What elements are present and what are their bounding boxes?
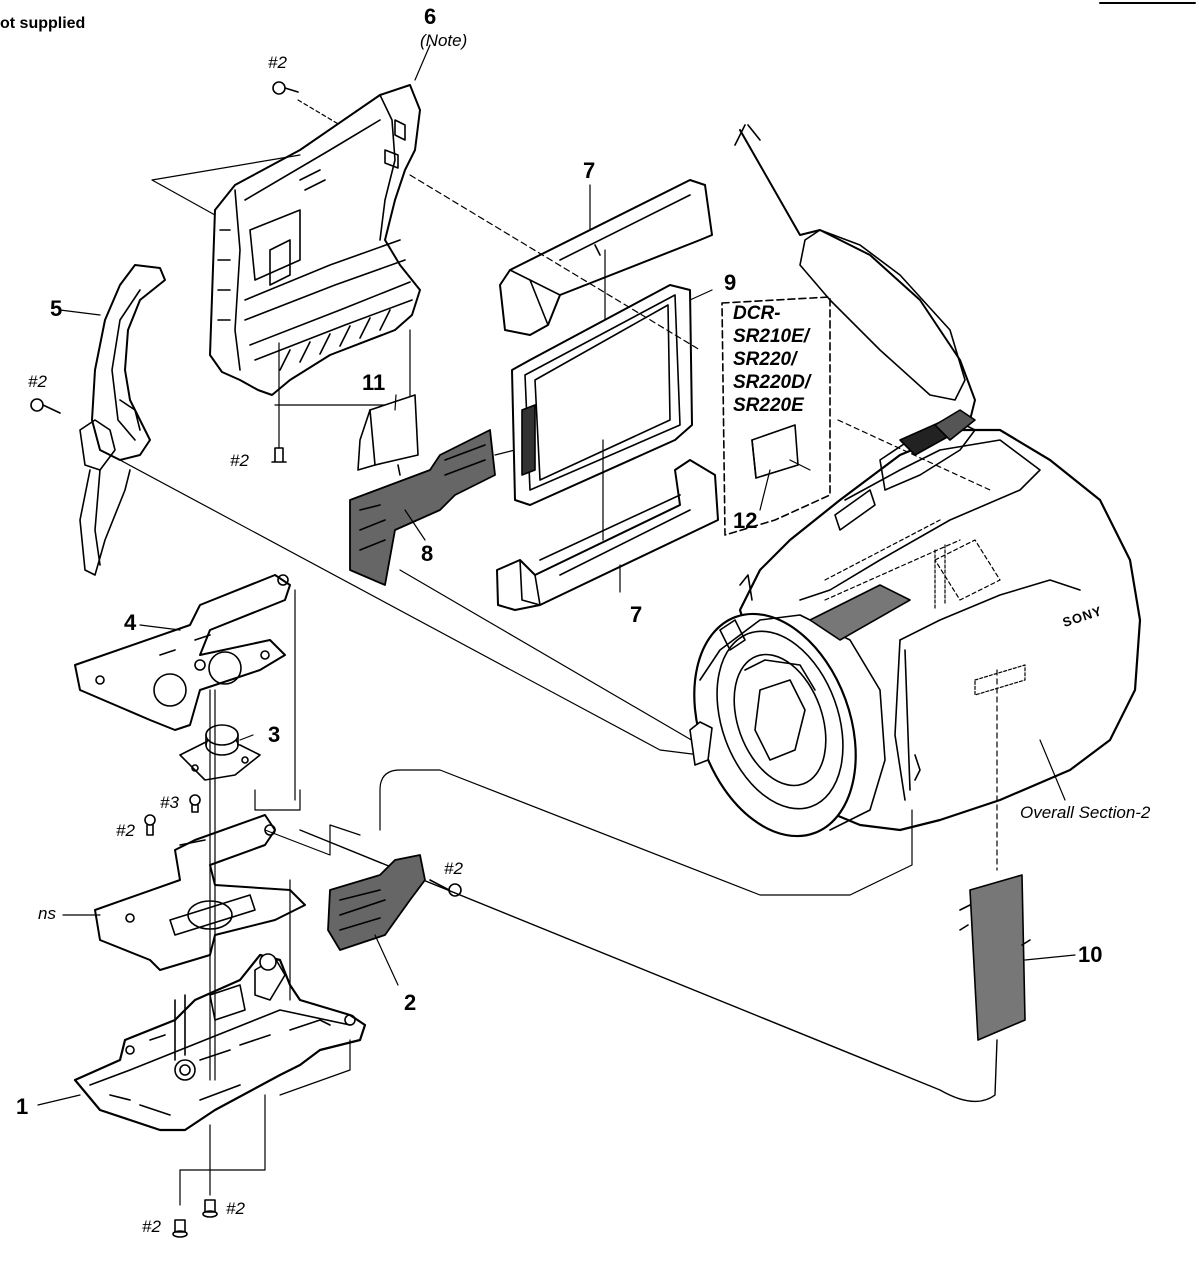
assembly-zigzag (264, 824, 361, 856)
screw-bottom-left (172, 1219, 188, 1238)
assembly-line-flex (399, 569, 701, 746)
part-label-9: 9 (724, 270, 737, 295)
screw-label-top: #2 (268, 53, 287, 72)
screw-label-mid: #2 (116, 821, 135, 840)
dashed-assembly-panel (409, 174, 701, 351)
screw-label-strap: #2 (28, 372, 47, 391)
screw-right-2 (429, 879, 462, 897)
screw-label-panel: #2 (230, 451, 249, 470)
upper-bracket (74, 574, 291, 731)
header-subtitle: ot supplied (0, 15, 86, 32)
screw-label-3: #3 (160, 793, 179, 812)
leader-base-screws (179, 1039, 351, 1206)
variant-line: SR220/ (733, 349, 797, 370)
overall-section-label: Overall Section-2 (1020, 803, 1151, 822)
base-chassis (73, 953, 367, 1132)
variant-dashed-box (721, 296, 831, 536)
variant-line: SR220E (733, 395, 804, 416)
lcd-top-frame (499, 179, 713, 336)
part-label-5: 5 (50, 296, 63, 321)
part-label-11: 11 (362, 370, 386, 395)
screw-mid-2 (144, 814, 156, 836)
lcd-frame-panel (209, 84, 421, 396)
part-label-1: 1 (16, 1094, 29, 1119)
vertical-alignment-lines (209, 689, 291, 1081)
part-6-note: (Note) (420, 31, 468, 50)
screw-mid-3 (189, 794, 201, 813)
leader-overall-section (1039, 739, 1066, 801)
part-label-8: 8 (421, 541, 434, 566)
variant-line: SR220D/ (733, 372, 811, 393)
screw-strap (30, 398, 61, 414)
hand-strap-cover (79, 264, 166, 576)
part-label-10: 10 (1078, 942, 1103, 967)
screw-label-bottom-right: #2 (226, 1199, 245, 1218)
variant-model-list: DCR- SR210E/ SR220/ SR220D/ SR220E (733, 302, 810, 417)
assembly-line-main (254, 589, 301, 811)
part-label-4: 4 (124, 610, 137, 635)
part-label-7-top: 7 (583, 158, 596, 183)
ns-label: ns (38, 904, 56, 923)
insulation-sheet (357, 394, 419, 476)
wire-loop-upper (379, 769, 913, 896)
lcd-screen (511, 284, 693, 541)
ns-plate (94, 814, 306, 971)
variant-line: DCR- (733, 303, 781, 324)
screw-label-bottom-left: #2 (142, 1217, 161, 1236)
screw-label-right: #2 (444, 859, 463, 878)
flexible-board (349, 429, 516, 586)
callout-leaders (37, 44, 771, 1106)
small-flex-board (327, 854, 426, 951)
wire-loop (299, 829, 998, 1103)
grille-panel (959, 874, 1076, 1041)
screw-panel-bottom (271, 329, 411, 463)
memory-card (751, 424, 811, 479)
part-label-2: 2 (404, 990, 417, 1015)
assembly-line-strap (119, 459, 701, 756)
mechanism-part (179, 724, 261, 781)
dashed-card-to-body (837, 419, 991, 491)
part-label-3: 3 (268, 722, 281, 747)
camera-body (689, 124, 1142, 838)
part-label-7-bottom: 7 (630, 602, 643, 627)
lcd-bottom-frame (496, 459, 719, 611)
screw-bottom-right (202, 1199, 218, 1218)
variant-line: SR210E/ (733, 326, 810, 347)
screw-top (272, 81, 341, 126)
part-label-6: 6 (424, 4, 437, 29)
leader-lines-panel (151, 154, 301, 216)
part-label-12: 12 (733, 508, 758, 533)
